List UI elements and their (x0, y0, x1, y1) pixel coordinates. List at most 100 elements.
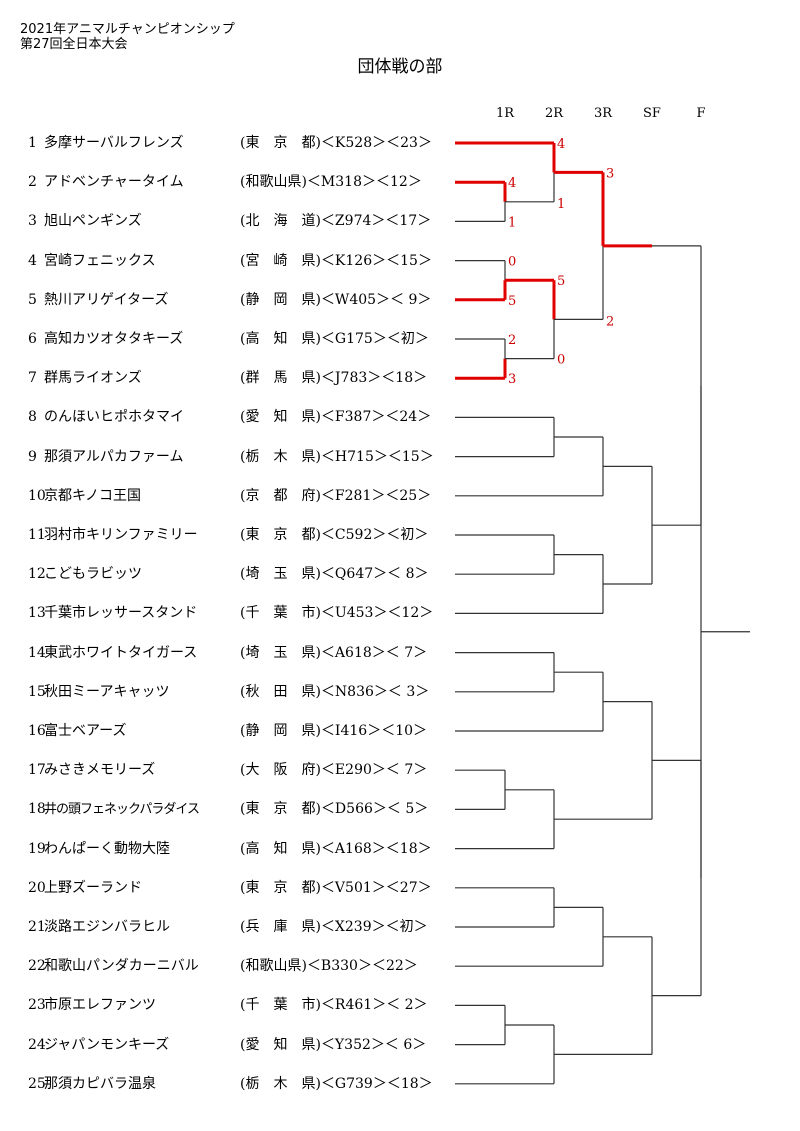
team-appearances: ＜17＞ (385, 213, 432, 230)
team-appearances: ＜12＞ (387, 605, 434, 622)
team-prefecture: (埼 玉 県) (240, 566, 321, 583)
team-code: ＜Y352＞ (320, 1036, 385, 1053)
team-code: ＜M318＞ (306, 174, 376, 191)
team-appearances: ＜22＞ (371, 958, 418, 975)
team-code: ＜J783＞ (320, 370, 382, 387)
team-code: ＜R461＞ (320, 997, 387, 1014)
team-name: 上野ズーランド (44, 879, 142, 896)
team-prefecture: (北 海 道) (240, 213, 321, 230)
team-number: 23 (28, 997, 46, 1014)
team-appearances: ＜ 6＞ (384, 1036, 427, 1053)
team-number: 9 (28, 448, 37, 465)
round-label-1r: 1R (495, 106, 515, 121)
team-prefecture: (群 馬 県) (240, 370, 321, 387)
match-score: 3 (606, 166, 614, 181)
team-appearances: ＜初＞ (386, 527, 429, 543)
team-prefecture: (和歌山県) (240, 958, 307, 975)
match-score: 5 (557, 274, 565, 289)
page-title: 団体戦の部 (357, 57, 443, 77)
team-prefecture: (高 知 県) (240, 331, 321, 347)
match-score: 5 (508, 294, 516, 309)
team-number: 16 (28, 723, 46, 739)
team-name: 京都キノコ王国 (44, 487, 142, 504)
team-appearances: ＜ 7＞ (385, 644, 428, 661)
team-name: 和歌山パンダカーニバル (44, 958, 199, 975)
team-prefecture: (千 葉 市) (240, 997, 321, 1014)
team-appearances: ＜12＞ (376, 174, 422, 191)
team-code: ＜F387＞ (320, 409, 386, 426)
team-prefecture: (栃 木 県) (240, 1075, 321, 1092)
team-name: 羽村市キリンファミリー (44, 527, 198, 543)
team-name: 熱川アリゲイターズ (44, 291, 169, 308)
team-number: 4 (28, 252, 37, 269)
team-prefecture: (東 京 都) (240, 879, 321, 896)
team-appearances: ＜18＞ (381, 370, 428, 387)
team-appearances: ＜23＞ (386, 135, 432, 151)
team-prefecture: (東 京 都) (240, 527, 321, 543)
team-name: 群馬ライオンズ (44, 370, 142, 387)
team-appearances: ＜25＞ (385, 487, 432, 504)
team-appearances: ＜ 9＞ (390, 291, 432, 308)
team-name: 東武ホワイトタイガース (44, 644, 198, 661)
team-code: ＜C592＞ (320, 527, 387, 543)
team-appearances: ＜27＞ (385, 879, 432, 896)
team-code: ＜G739＞ (320, 1075, 387, 1092)
team-number: 19 (28, 840, 46, 857)
team-prefecture: (大 阪 府) (240, 762, 321, 779)
team-row: 18井の頭フェネックパラダイス(東 京 都)＜D566＞＜ 5＞ (28, 799, 428, 819)
team-code: ＜X239＞ (320, 919, 386, 935)
team-appearances: ＜ 7＞ (385, 762, 428, 779)
team-number: 22 (28, 958, 46, 975)
team-number: 15 (28, 683, 46, 700)
team-appearances: ＜ 2＞ (386, 997, 428, 1014)
team-row: 17みさきメモリーズ(大 阪 府)＜E290＞＜ 7＞ (28, 760, 427, 780)
team-number: 2 (28, 174, 37, 191)
team-name: ジャパンモンキーズ (44, 1036, 170, 1053)
team-row: 25那須カピバラ温泉(栃 木 県)＜G739＞＜18＞ (28, 1074, 433, 1094)
team-code: ＜E290＞ (320, 762, 386, 779)
team-appearances: ＜初＞ (386, 331, 429, 347)
match-score: 0 (557, 353, 565, 368)
team-number: 18 (28, 801, 46, 818)
team-code: ＜F281＞ (320, 487, 386, 504)
team-number: 13 (28, 605, 46, 622)
team-name: みさきメモリーズ (44, 762, 156, 779)
team-row: 24ジャパンモンキーズ(愛 知 県)＜Y352＞＜ 6＞ (28, 1035, 426, 1055)
team-row: 12こどもラビッツ(埼 玉 県)＜Q647＞＜ 8＞ (28, 564, 429, 584)
team-prefecture: (千 葉 市) (240, 605, 321, 622)
team-code: ＜V501＞ (320, 879, 386, 896)
team-prefecture: (高 知 県) (240, 840, 321, 857)
team-appearances: ＜15＞ (387, 448, 434, 465)
team-appearances: ＜10＞ (381, 723, 428, 739)
team-appearances: ＜ 8＞ (387, 566, 429, 583)
team-name: 旭山ペンギンズ (44, 213, 142, 230)
team-code: ＜N836＞ (320, 683, 388, 700)
team-code: ＜W405＞ (320, 291, 391, 308)
team-code: ＜G175＞ (320, 331, 387, 347)
team-row: 21淡路エジンバラヒル(兵 庫 県)＜X239＞＜初＞ (28, 917, 428, 937)
team-prefecture: (秋 田 県) (240, 683, 321, 700)
round-label-2r: 2R (544, 106, 564, 121)
team-prefecture: (京 都 府) (240, 487, 321, 504)
team-row: 10京都キノコ王国(京 都 府)＜F281＞＜25＞ (28, 486, 431, 506)
team-appearances: ＜18＞ (386, 1075, 433, 1092)
team-name: 千葉市レッサースタンド (44, 605, 198, 622)
team-code: ＜A618＞ (320, 644, 386, 661)
team-prefecture: (栃 木 県) (240, 448, 321, 465)
match-score: 2 (508, 333, 516, 348)
team-appearances: ＜初＞ (385, 919, 428, 935)
team-prefecture: (東 京 都) (240, 135, 321, 151)
event-edition: 第27回全日本大会 (20, 37, 128, 52)
team-name: 宮崎フェニックス (44, 252, 156, 269)
team-name: のんほいヒポホタマイ (44, 409, 184, 426)
team-name: 富士ベアーズ (44, 723, 127, 739)
team-number: 21 (28, 919, 46, 935)
team-row: 13千葉市レッサースタンド(千 葉 市)＜U453＞＜12＞ (28, 603, 433, 623)
